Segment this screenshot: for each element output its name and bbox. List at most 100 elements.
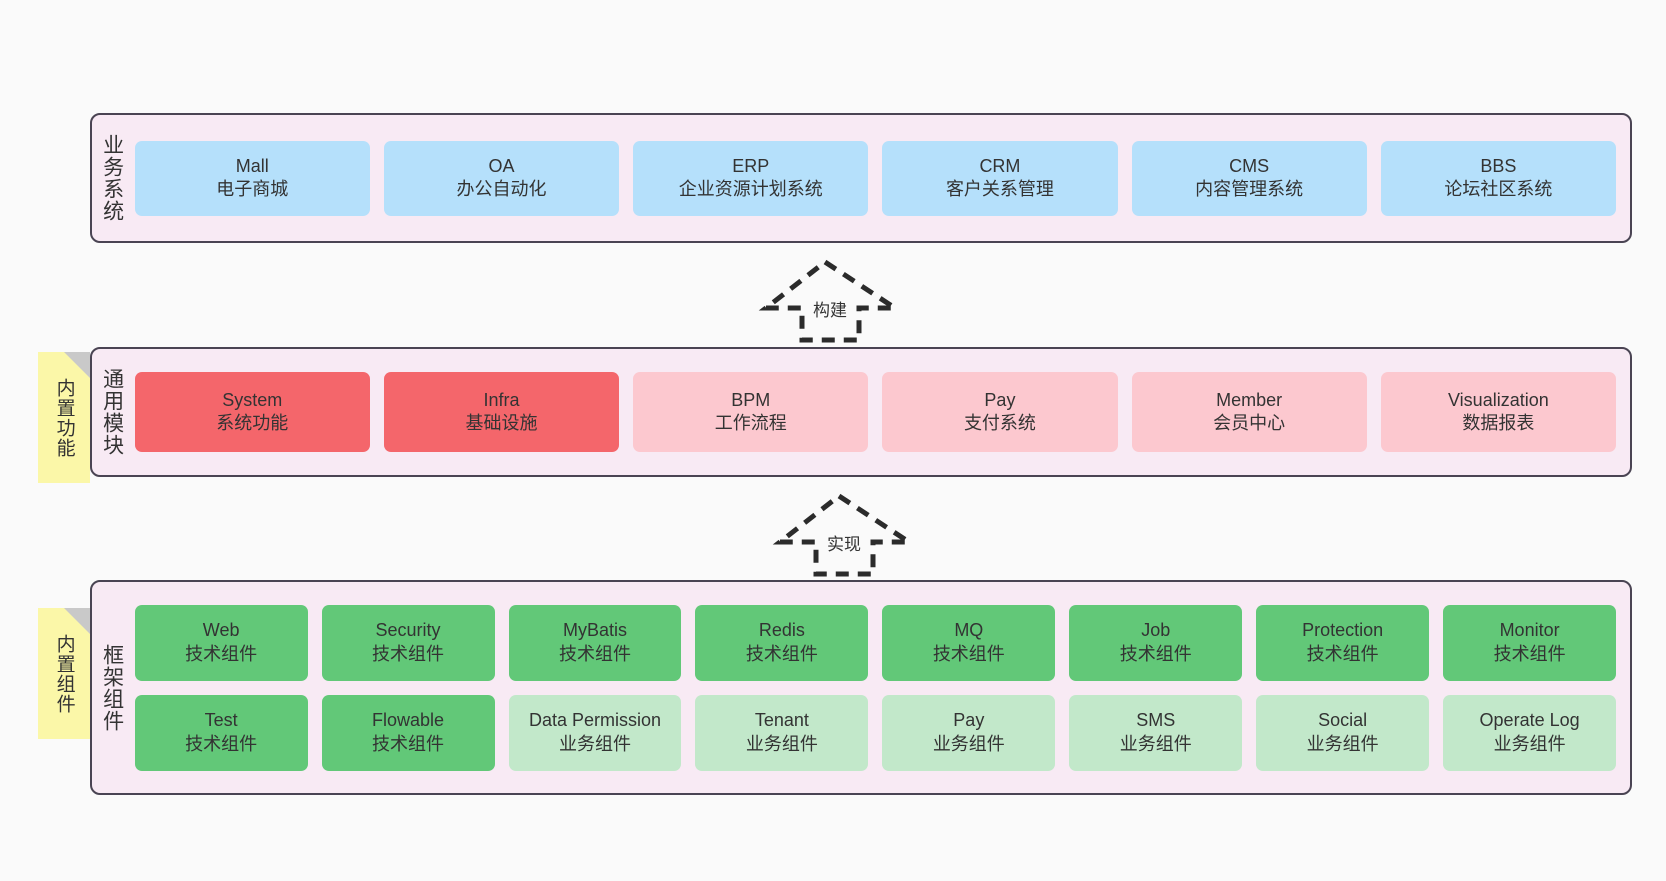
card-title: Pay [953, 710, 985, 731]
layer-title-business-system: 业务系统 [100, 134, 124, 222]
connector-build: 构建 [755, 258, 905, 343]
card-row: Mall 电子商城 OA 办公自动化 ERP 企业资源计划系统 CRM 客户关系… [134, 140, 1616, 216]
card-subtitle: 内容管理系统 [1195, 179, 1304, 199]
card-subtitle: 技术组件 [185, 643, 258, 664]
card-security[interactable]: Security 技术组件 [321, 604, 495, 681]
card-subtitle: 数据报表 [1462, 413, 1535, 433]
card-operate-log[interactable]: Operate Log 业务组件 [1443, 694, 1617, 771]
card-bpm[interactable]: BPM 工作流程 [633, 372, 869, 452]
layer-framework-component: 框架组件 Web 技术组件 Security 技术组件 MyBatis 技术组件… [90, 580, 1632, 795]
card-subtitle: 业务组件 [1119, 733, 1192, 754]
card-oa[interactable]: OA 办公自动化 [383, 140, 620, 216]
card-subtitle: 技术组件 [1493, 643, 1566, 664]
card-mall[interactable]: Mall 电子商城 [134, 140, 370, 216]
card-title: Social [1318, 710, 1368, 731]
card-title: Mall [235, 155, 269, 176]
card-title: Tenant [754, 710, 809, 731]
card-title: Redis [758, 620, 805, 641]
card-subtitle: 技术组件 [558, 643, 631, 664]
note-label: 内置组件 [53, 633, 75, 714]
card-flowable[interactable]: Flowable 技术组件 [321, 694, 495, 771]
card-mq[interactable]: MQ 技术组件 [882, 604, 1056, 681]
card-job[interactable]: Job 技术组件 [1069, 604, 1243, 681]
card-mybatis[interactable]: MyBatis 技术组件 [508, 604, 682, 681]
card-pay-business[interactable]: Pay 业务组件 [882, 694, 1056, 771]
connector-build-label: 构建 [813, 301, 847, 320]
card-subtitle: 工作流程 [714, 413, 787, 433]
card-title: Web [202, 620, 240, 641]
card-title: Member [1216, 389, 1283, 410]
note-fold-corner-icon [64, 608, 90, 634]
card-title: Visualization [1448, 389, 1549, 410]
card-subtitle: 电子商城 [216, 179, 289, 199]
card-tenant[interactable]: Tenant 业务组件 [695, 694, 869, 771]
card-title: Monitor [1499, 620, 1560, 641]
connector-implement-shape [772, 492, 918, 577]
card-title: Flowable [372, 710, 445, 731]
note-fold-corner-icon [64, 352, 90, 378]
card-bbs[interactable]: BBS 论坛社区系统 [1380, 140, 1616, 216]
card-title: ERP [732, 155, 770, 176]
layer-body-framework-component: Web 技术组件 Security 技术组件 MyBatis 技术组件 Redi… [129, 582, 1630, 793]
connector-implement-label: 实现 [827, 535, 861, 554]
card-subtitle: 企业资源计划系统 [678, 179, 823, 199]
card-pay[interactable]: Pay 支付系统 [882, 372, 1118, 452]
card-title: Data Permission [528, 710, 661, 731]
card-title: MyBatis [562, 620, 627, 641]
card-title: Job [1141, 620, 1171, 641]
layer-business-system: 业务系统 Mall 电子商城 OA 办公自动化 ERP 企业资源计划系统 CRM… [90, 113, 1632, 243]
card-title: Test [204, 710, 238, 731]
card-social[interactable]: Social 业务组件 [1256, 694, 1430, 771]
card-title: BBS [1480, 155, 1517, 176]
layer-title-framework-component: 框架组件 [100, 643, 124, 732]
card-title: CMS [1229, 155, 1270, 176]
card-title: MQ [954, 620, 984, 641]
card-title: CRM [979, 155, 1021, 176]
card-title: Pay [984, 389, 1016, 410]
connector-build-shape [758, 258, 904, 343]
card-protection[interactable]: Protection 技术组件 [1256, 604, 1430, 681]
note-builtin-features: 内置功能 [38, 352, 90, 483]
card-subtitle: 技术组件 [372, 643, 445, 664]
card-subtitle: 业务组件 [558, 733, 631, 754]
card-sms[interactable]: SMS 业务组件 [1069, 694, 1243, 771]
card-redis[interactable]: Redis 技术组件 [695, 604, 869, 681]
card-test[interactable]: Test 技术组件 [134, 694, 308, 771]
card-subtitle: 技术组件 [745, 643, 818, 664]
card-subtitle: 技术组件 [1306, 643, 1379, 664]
card-monitor[interactable]: Monitor 技术组件 [1443, 604, 1617, 681]
card-subtitle: 业务组件 [932, 733, 1005, 754]
layer-title-common-module: 通用模块 [100, 368, 124, 456]
card-subtitle: 技术组件 [185, 733, 258, 754]
card-subtitle: 支付系统 [963, 413, 1036, 433]
layer-common-module: 通用模块 System 系统功能 Infra 基础设施 BPM 工作流程 Pay… [90, 347, 1632, 477]
card-subtitle: 论坛社区系统 [1444, 179, 1553, 199]
card-title: BPM [731, 389, 771, 410]
card-cms[interactable]: CMS 内容管理系统 [1131, 140, 1367, 216]
card-web[interactable]: Web 技术组件 [134, 604, 308, 681]
card-title: SMS [1136, 710, 1176, 731]
card-visualization[interactable]: Visualization 数据报表 [1380, 372, 1616, 452]
card-subtitle: 业务组件 [1306, 733, 1379, 754]
card-subtitle: 基础设施 [465, 413, 538, 433]
card-infra[interactable]: Infra 基础设施 [383, 372, 620, 452]
connector-implement: 实现 [769, 492, 919, 577]
card-subtitle: 技术组件 [1119, 643, 1192, 664]
card-subtitle: 技术组件 [372, 733, 445, 754]
card-system[interactable]: System 系统功能 [134, 372, 370, 452]
card-row-business: Test 技术组件 Flowable 技术组件 Data Permission … [134, 694, 1617, 771]
card-title: OA [488, 155, 515, 176]
card-subtitle: 客户关系管理 [945, 179, 1054, 199]
card-title: Infra [483, 389, 520, 410]
card-title: Operate Log [1479, 710, 1580, 731]
card-crm[interactable]: CRM 客户关系管理 [882, 140, 1118, 216]
card-member[interactable]: Member 会员中心 [1131, 372, 1367, 452]
layer-body-common-module: System 系统功能 Infra 基础设施 BPM 工作流程 Pay 支付系统… [129, 349, 1630, 475]
card-title: Security [375, 620, 441, 641]
card-erp[interactable]: ERP 企业资源计划系统 [633, 140, 869, 216]
card-subtitle: 系统功能 [216, 413, 289, 433]
note-builtin-components: 内置组件 [38, 608, 90, 739]
card-subtitle: 技术组件 [932, 643, 1005, 664]
card-subtitle: 业务组件 [1493, 733, 1566, 754]
card-data-permission[interactable]: Data Permission 业务组件 [508, 694, 682, 771]
